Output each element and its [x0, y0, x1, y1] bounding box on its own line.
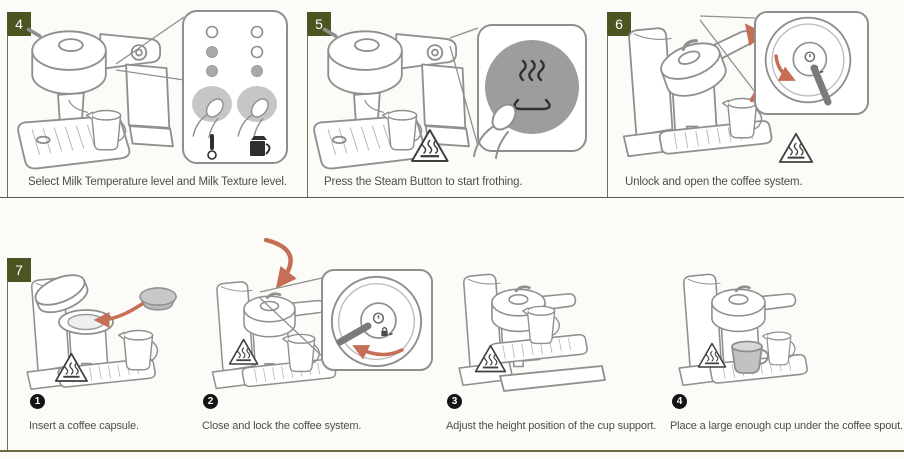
step-4-badge: 4: [7, 12, 31, 36]
step-6-caption: Unlock and open the coffee system.: [625, 176, 803, 188]
step-7-1-illustration: [26, 274, 177, 391]
unlock-direction-arrow: [774, 54, 796, 81]
substep-2-bullet: 2: [203, 394, 218, 409]
lock-lever: [336, 322, 372, 346]
step-5-badge: 5: [307, 12, 331, 36]
base-tray: [499, 365, 606, 392]
milk-texture-leds: [250, 25, 264, 77]
coffee-capsule: [139, 287, 177, 311]
bottom-border: [0, 450, 904, 452]
lock-direction-arrow: [352, 345, 404, 360]
step-5-illustration: [312, 24, 587, 171]
step-6-rule: [607, 35, 608, 197]
step-7-rule: [7, 281, 8, 450]
step-7-3-illustration: [458, 273, 606, 392]
temperature-icon: [207, 134, 217, 160]
milk-jug-icon: [250, 136, 271, 156]
step-4-illustration: [16, 10, 288, 171]
substep-3-bullet: 3: [447, 394, 462, 409]
lock-lever: [810, 64, 832, 106]
milk-temperature-leds: [205, 25, 219, 77]
hot-surface-warning-icon: [778, 132, 814, 163]
steam-icon: [513, 59, 551, 111]
substep-4-bullet: 4: [672, 394, 687, 409]
step-5-rule: [307, 35, 308, 197]
substep-4-caption: Place a large enough cup under the coffe…: [670, 420, 903, 432]
step-7-badge: 7: [7, 258, 31, 282]
row-divider: [0, 197, 904, 198]
step-7-4-illustration: [678, 273, 808, 387]
step-5-caption: Press the Steam Button to start frothing…: [324, 176, 523, 188]
step-7-2-illustration: [211, 237, 433, 390]
substep-1-bullet: 1: [30, 394, 45, 409]
substep-2-caption: Close and lock the coffee system.: [202, 420, 362, 432]
step-6-illustration: [622, 11, 869, 163]
substep-1-caption: Insert a coffee capsule.: [29, 420, 139, 432]
step-6-badge: 6: [607, 12, 631, 36]
close-arrow: [263, 237, 297, 289]
insert-arrow: [93, 302, 144, 329]
step-4-rule: [7, 35, 8, 197]
controls-callout: [182, 10, 288, 164]
substep-3-caption: Adjust the height position of the cup su…: [446, 420, 657, 432]
step-4-caption: Select Milk Temperature level and Milk T…: [28, 176, 287, 188]
